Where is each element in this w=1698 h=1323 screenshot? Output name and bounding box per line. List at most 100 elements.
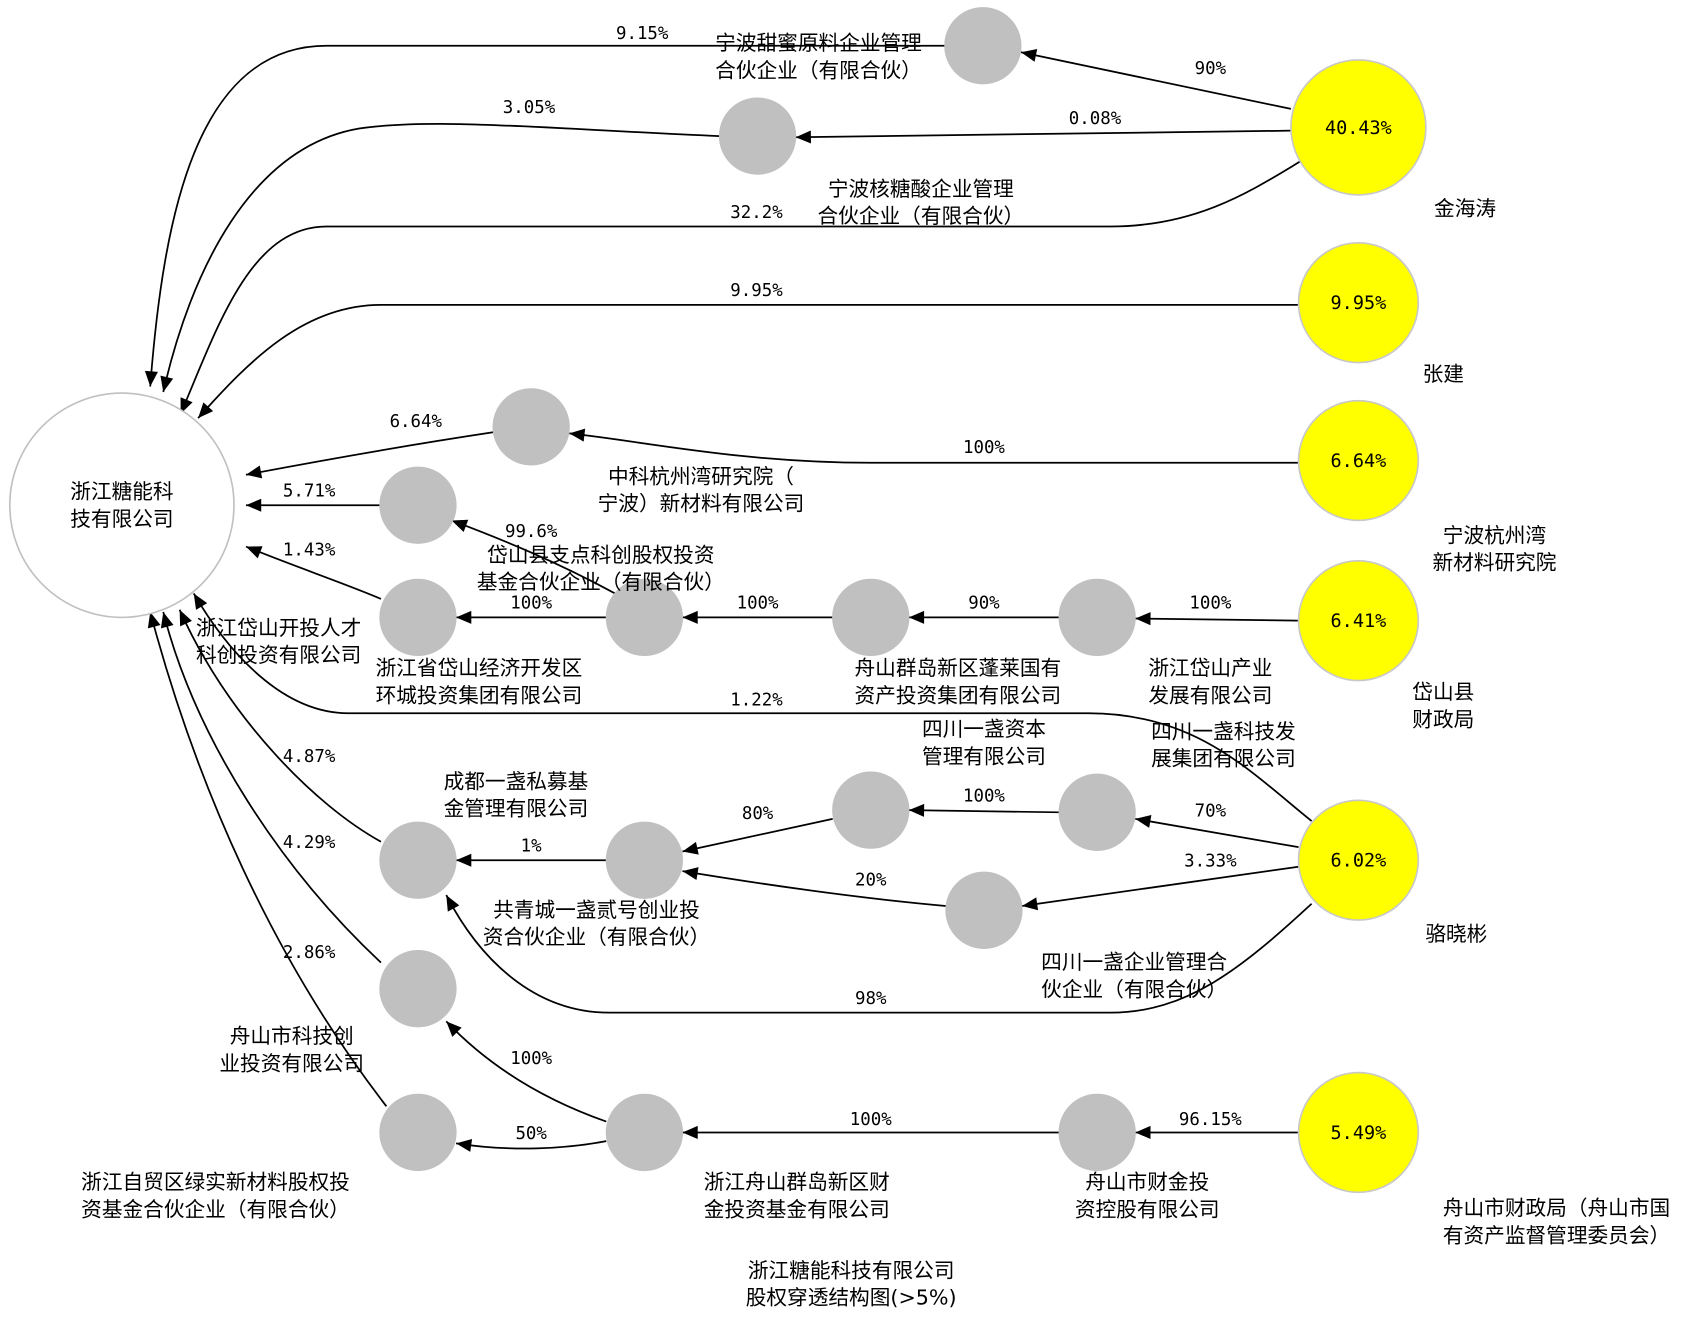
shareholder-circle[interactable] [1290, 59, 1427, 196]
node-name-label: 舟山市科技创 [230, 1024, 354, 1048]
company-circle[interactable] [832, 578, 910, 657]
company-circle[interactable] [832, 771, 910, 849]
shareholder-circle[interactable] [1297, 1071, 1420, 1194]
node-caijin_jijin[interactable] [605, 1093, 684, 1172]
edge-jinhaitao-to-tianmi [1020, 49, 1292, 110]
edge-percentage-label: 100% [737, 594, 779, 614]
node-sc_qiye[interactable] [945, 871, 1023, 949]
company-circle[interactable] [605, 578, 684, 657]
edge-luoxiaobin-to-sc_keji [1135, 815, 1299, 849]
arrow-head-icon [160, 611, 174, 629]
arrow-head-icon [682, 1125, 698, 1139]
shareholder-circle[interactable] [1297, 242, 1420, 364]
node-caijin_konggu[interactable] [1058, 1093, 1136, 1172]
node-name-label: 岱山县 [1412, 680, 1474, 704]
node-zhidian[interactable] [605, 578, 684, 657]
edge-chengdu-to-main [178, 609, 382, 843]
arrow-head-icon [682, 867, 699, 881]
edge-line [149, 611, 388, 1107]
node-daishanchanye[interactable] [1058, 578, 1136, 657]
node-zhangjian[interactable]: 9.95% [1297, 242, 1420, 364]
node-name-label: 浙江岱山产业 [1148, 656, 1272, 680]
edge-percentage-label: 1% [521, 837, 542, 857]
company-circle[interactable] [605, 821, 684, 899]
node-tianmi[interactable] [944, 7, 1022, 85]
node-jinhaitao[interactable]: 40.43% [1290, 59, 1427, 196]
node-ziyouqu[interactable] [379, 1093, 457, 1172]
edge-zhongke-to-main [245, 431, 494, 479]
node-name-label: 资基金合伙企业（有限合伙） [81, 1197, 350, 1221]
ultimate-share-label: 6.41% [1331, 611, 1387, 632]
shareholder-circle[interactable] [1297, 399, 1420, 522]
arrow-head-icon [569, 428, 586, 442]
node-chengdu[interactable] [379, 821, 457, 899]
node-name-label: 中科杭州湾研究院（ [608, 464, 794, 488]
edge-percentage-label: 100% [963, 438, 1005, 458]
company-circle[interactable] [1058, 578, 1136, 657]
arrow-head-icon [144, 370, 158, 387]
edge-percentage-label: 3.05% [503, 98, 556, 118]
company-circle[interactable] [379, 821, 457, 899]
edge-daishanchanye-to-penglai [908, 610, 1060, 624]
ultimate-share-label: 9.95% [1331, 293, 1387, 314]
edge-percentage-label: 99.6% [505, 522, 558, 542]
company-circle[interactable] [944, 7, 1022, 85]
company-circle[interactable] [605, 1093, 684, 1172]
node-name-label: 管理有限公司 [922, 744, 1046, 768]
company-circle[interactable] [379, 1093, 457, 1172]
edge-line [445, 894, 1313, 1014]
node-sc_keji[interactable] [1058, 773, 1136, 851]
node-hetangsuan[interactable] [718, 97, 797, 175]
arrow-head-icon [908, 803, 925, 817]
edge-ziyouqu-to-main [147, 611, 388, 1107]
node-zs_keji[interactable] [379, 950, 457, 1028]
node-zhongke[interactable] [492, 388, 570, 466]
company-circle[interactable] [379, 950, 457, 1028]
company-circle[interactable] [379, 578, 457, 657]
ultimate-share-label: 6.64% [1331, 451, 1387, 472]
arrow-head-icon [456, 610, 472, 624]
node-kaitou[interactable] [379, 466, 457, 544]
edge-percentage-label: 70% [1195, 802, 1227, 822]
node-name-label: 浙江省岱山经济开发区 [376, 656, 583, 680]
edge-line [682, 817, 833, 853]
shareholder-circle[interactable] [1297, 559, 1420, 682]
node-sc_ziben[interactable] [832, 771, 910, 849]
node-penglai[interactable] [832, 578, 910, 657]
node-luoxiaobin[interactable]: 6.02% [1297, 799, 1420, 921]
company-circle[interactable] [1058, 1093, 1136, 1172]
node-name-label: 成都一盏私募基 [444, 769, 589, 793]
edge-line [178, 609, 382, 843]
labels-layer: 9.15%3.05%32.2%9.95%6.64%5.71%1.43%1.22%… [70, 24, 1670, 1247]
edge-line [569, 432, 1299, 464]
node-name-label: 展集团有限公司 [1151, 746, 1296, 770]
edge-jinhaitao-to-hetangsuan [795, 129, 1291, 144]
node-name-label: 骆晓彬 [1425, 922, 1487, 946]
edge-daishan_czj-to-daishanchanye [1135, 612, 1299, 626]
node-main[interactable] [8, 392, 235, 619]
node-zhoushan_czj[interactable]: 5.49% [1297, 1071, 1420, 1194]
edge-line [1135, 617, 1299, 622]
diagram-title-line-1: 浙江糖能科技有限公司 [748, 1258, 955, 1282]
company-circle[interactable] [1058, 773, 1136, 851]
company-circle[interactable] [379, 466, 457, 544]
ultimate-share-label: 5.49% [1331, 1123, 1387, 1144]
edge-percentage-label: 90% [968, 594, 1000, 614]
edge-line [149, 44, 945, 387]
company-circle[interactable] [945, 871, 1023, 949]
node-gongqing[interactable] [605, 821, 684, 899]
node-huancheng[interactable] [379, 578, 457, 657]
edge-zhidian-to-huancheng [456, 610, 607, 624]
company-circle[interactable] [718, 97, 797, 175]
shareholder-circle[interactable] [1297, 799, 1420, 921]
arrow-head-icon [1135, 612, 1151, 626]
node-daishan_czj[interactable]: 6.41% [1297, 559, 1420, 682]
target-company-circle[interactable] [8, 392, 235, 619]
arrow-head-icon [245, 498, 262, 512]
node-nbhzw[interactable]: 6.64% [1297, 399, 1420, 522]
arrow-head-icon [682, 841, 699, 855]
company-circle[interactable] [492, 388, 570, 466]
node-name-label: 宁波杭州湾 [1443, 523, 1546, 547]
node-name-label: 合伙企业（有限合伙） [817, 204, 1024, 228]
arrow-head-icon [908, 610, 925, 624]
